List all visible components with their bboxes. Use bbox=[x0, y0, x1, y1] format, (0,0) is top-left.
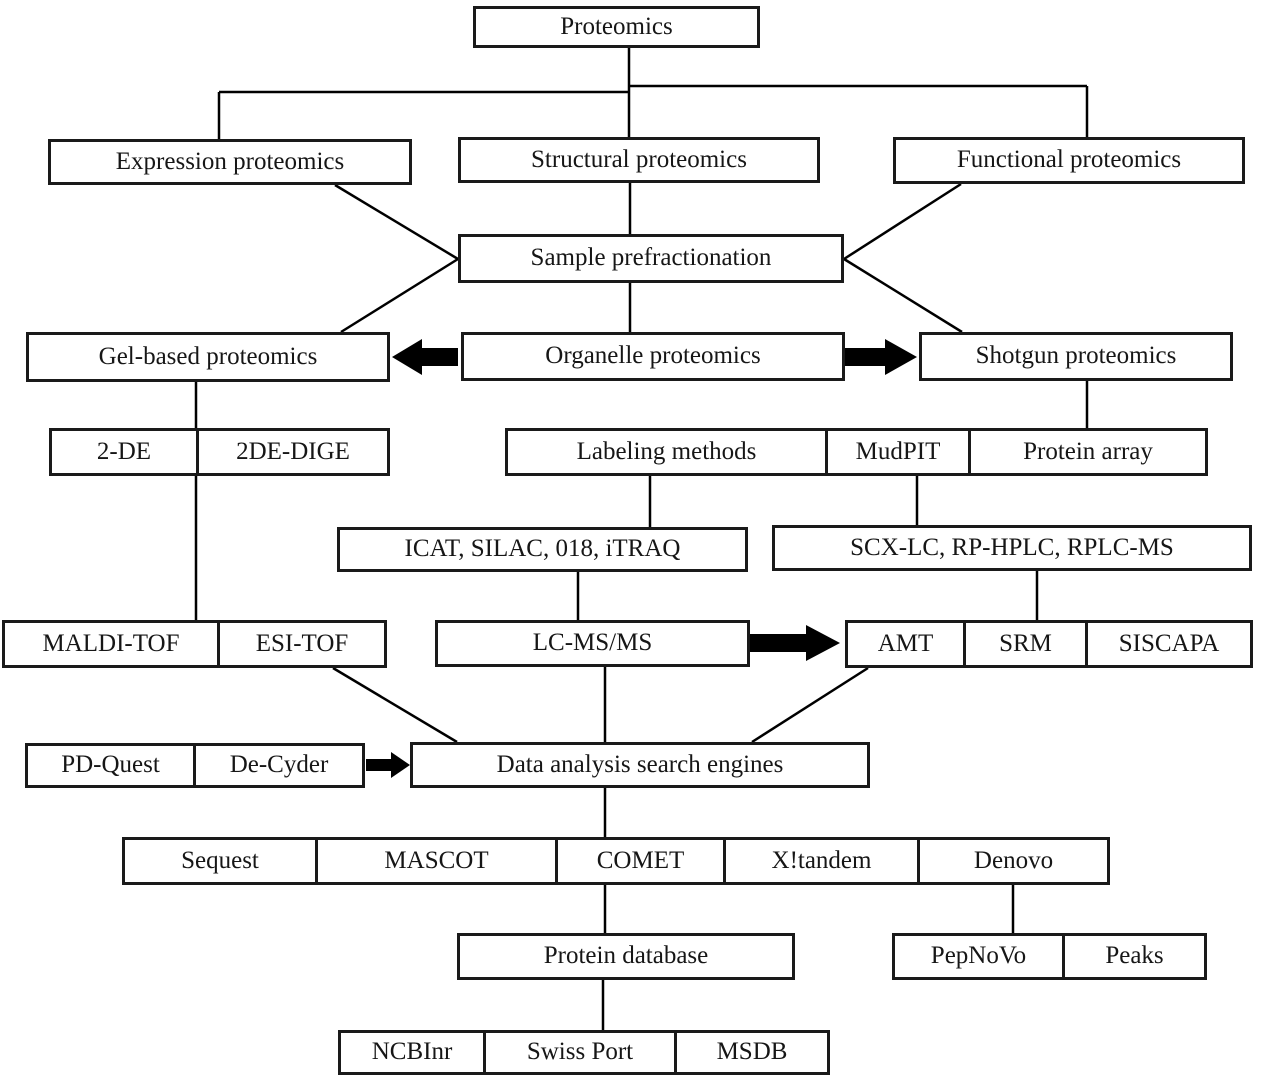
group-pdquest-row: PD-Quest De-Cyder bbox=[25, 743, 365, 788]
node-comet-label: COMET bbox=[596, 846, 685, 874]
connector-sample-to-shotgun bbox=[843, 257, 963, 334]
node-ncbinr: NCBInr bbox=[341, 1033, 483, 1072]
node-denovo: Denovo bbox=[917, 840, 1107, 882]
group-amt-row: AMT SRM SISCAPA bbox=[845, 620, 1253, 668]
node-de-cyder-label: De-Cyder bbox=[229, 751, 329, 779]
connector-amt-to-data-analysis bbox=[751, 666, 869, 744]
node-2-de-label: 2-DE bbox=[96, 437, 152, 465]
connector-sample-to-gel-based bbox=[340, 257, 459, 334]
thick-arrow-decyder-to-data-analysis bbox=[366, 752, 410, 778]
node-mudpit-label: MudPIT bbox=[855, 437, 941, 465]
node-expression-proteomics: Expression proteomics bbox=[48, 139, 412, 185]
node-organelle-proteomics: Organelle proteomics bbox=[461, 332, 845, 381]
node-denovo-label: Denovo bbox=[973, 846, 1054, 874]
node-esi-tof: ESI-TOF bbox=[217, 623, 384, 665]
thick-arrow-lcms-to-amt bbox=[750, 625, 840, 661]
node-pd-quest-label: PD-Quest bbox=[61, 751, 160, 779]
node-sample-prefractionation-label: Sample prefractionation bbox=[530, 244, 772, 272]
node-sequest-label: Sequest bbox=[181, 846, 259, 874]
node-peaks-label: Peaks bbox=[1105, 942, 1164, 970]
node-labeling-methods-label: Labeling methods bbox=[576, 437, 757, 465]
node-lc-ms-ms: LC-MS/MS bbox=[435, 620, 750, 667]
node-swiss-port-label: Swiss Port bbox=[526, 1038, 634, 1066]
node-mudpit: MudPIT bbox=[825, 431, 968, 473]
node-protein-array: Protein array bbox=[968, 431, 1205, 473]
node-functional-proteomics: Functional proteomics bbox=[893, 137, 1245, 184]
node-gel-based-proteomics: Gel-based proteomics bbox=[26, 332, 390, 382]
node-maldi-tof: MALDI-TOF bbox=[5, 623, 217, 665]
connector-functional-to-sample bbox=[843, 182, 962, 261]
group-2de-row: 2-DE 2DE-DIGE bbox=[49, 428, 390, 476]
node-2-de: 2-DE bbox=[52, 431, 196, 473]
node-msdb: MSDB bbox=[674, 1033, 827, 1072]
node-srm-label: SRM bbox=[999, 629, 1052, 657]
thick-arrow-organelle-to-gel-based bbox=[392, 339, 458, 375]
node-functional-proteomics-label: Functional proteomics bbox=[956, 146, 1182, 174]
node-icat-silac-label: ICAT, SILAC, 018, iTRAQ bbox=[404, 535, 681, 563]
node-data-analysis: Data analysis search engines bbox=[410, 742, 870, 788]
node-icat-silac: ICAT, SILAC, 018, iTRAQ bbox=[337, 527, 748, 572]
group-database-row: NCBInr Swiss Port MSDB bbox=[338, 1030, 830, 1075]
node-scx-lc: SCX-LC, RP-HPLC, RPLC-MS bbox=[772, 525, 1252, 571]
node-2de-dige: 2DE-DIGE bbox=[196, 431, 387, 473]
node-pepnovo: PepNoVo bbox=[895, 936, 1062, 977]
node-amt-label: AMT bbox=[877, 629, 934, 657]
node-de-cyder: De-Cyder bbox=[193, 746, 362, 785]
node-sequest: Sequest bbox=[125, 840, 315, 882]
node-structural-proteomics-label: Structural proteomics bbox=[531, 145, 747, 173]
node-data-analysis-label: Data analysis search engines bbox=[496, 750, 784, 778]
group-maldi-row: MALDI-TOF ESI-TOF bbox=[2, 620, 387, 668]
node-mascot: MASCOT bbox=[315, 840, 555, 882]
node-shotgun-proteomics: Shotgun proteomics bbox=[919, 332, 1233, 381]
node-esi-tof-label: ESI-TOF bbox=[255, 629, 349, 657]
node-comet: COMET bbox=[555, 840, 723, 882]
node-pd-quest: PD-Quest bbox=[28, 746, 193, 785]
group-pepnovo-row: PepNoVo Peaks bbox=[892, 933, 1207, 980]
node-organelle-proteomics-label: Organelle proteomics bbox=[545, 342, 761, 370]
node-scx-lc-label: SCX-LC, RP-HPLC, RPLC-MS bbox=[850, 533, 1174, 561]
node-x-tandem-label: X!tandem bbox=[771, 846, 872, 874]
connector-esi-to-data-analysis bbox=[332, 666, 458, 744]
node-shotgun-proteomics-label: Shotgun proteomics bbox=[975, 342, 1177, 370]
node-gel-based-proteomics-label: Gel-based proteomics bbox=[98, 342, 318, 370]
node-x-tandem: X!tandem bbox=[723, 840, 917, 882]
node-maldi-tof-label: MALDI-TOF bbox=[42, 629, 180, 657]
node-swiss-port: Swiss Port bbox=[483, 1033, 674, 1072]
node-pepnovo-label: PepNoVo bbox=[930, 942, 1027, 970]
node-structural-proteomics: Structural proteomics bbox=[458, 137, 820, 183]
node-expression-proteomics-label: Expression proteomics bbox=[115, 147, 345, 175]
connector-expression-to-sample bbox=[334, 183, 459, 261]
node-siscapa: SISCAPA bbox=[1085, 623, 1250, 665]
node-proteomics: Proteomics bbox=[473, 6, 760, 48]
node-siscapa-label: SISCAPA bbox=[1118, 629, 1220, 657]
node-ncbinr-label: NCBInr bbox=[371, 1038, 453, 1066]
node-amt: AMT bbox=[848, 623, 963, 665]
node-peaks: Peaks bbox=[1062, 936, 1204, 977]
node-mascot-label: MASCOT bbox=[384, 846, 489, 874]
group-search-engines-row: Sequest MASCOT COMET X!tandem Denovo bbox=[122, 837, 1110, 885]
node-lc-ms-ms-label: LC-MS/MS bbox=[532, 629, 653, 657]
node-2de-dige-label: 2DE-DIGE bbox=[236, 437, 350, 465]
node-proteomics-label: Proteomics bbox=[560, 12, 673, 40]
thick-arrow-organelle-to-shotgun bbox=[845, 339, 917, 375]
node-sample-prefractionation: Sample prefractionation bbox=[458, 234, 844, 283]
group-labeling-row: Labeling methods MudPIT Protein array bbox=[505, 428, 1208, 476]
node-labeling-methods: Labeling methods bbox=[508, 431, 825, 473]
node-protein-database: Protein database bbox=[457, 933, 795, 980]
node-msdb-label: MSDB bbox=[716, 1038, 788, 1066]
node-protein-database-label: Protein database bbox=[543, 942, 709, 970]
node-srm: SRM bbox=[963, 623, 1085, 665]
node-protein-array-label: Protein array bbox=[1023, 437, 1153, 465]
